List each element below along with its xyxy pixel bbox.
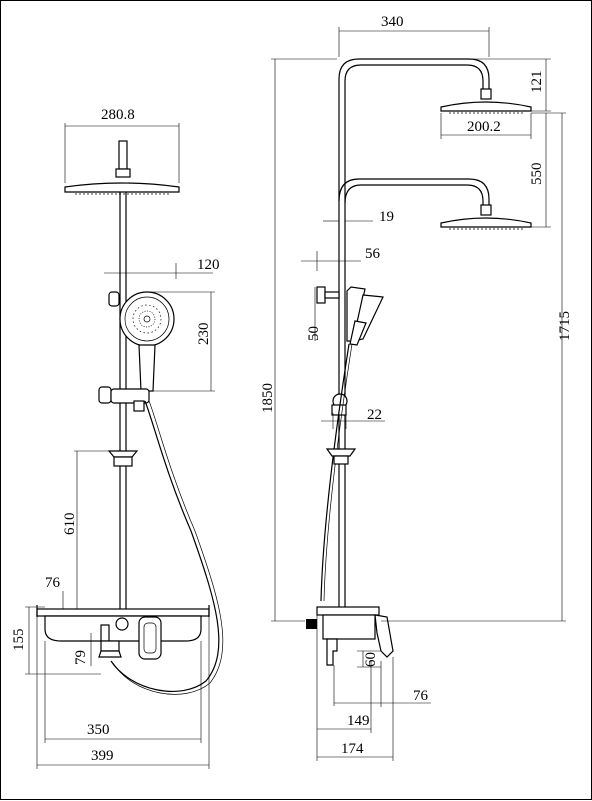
front-mixer-body: [36, 605, 210, 660]
front-dimensions: 280.8 120 230 610 76 155 79 350: [11, 107, 220, 769]
front-hand-shower: [108, 291, 175, 392]
side-dimensions: 340 121 200.2 550 19 56 50 1850: [260, 14, 573, 761]
front-slider-holder: [98, 386, 150, 412]
dim-front-bar-height: 610: [62, 513, 78, 536]
side-upper-arm-outer: [338, 58, 490, 611]
dim-side-valve-depth-outer: 174: [341, 741, 364, 757]
dim-side-bracket-height: 50: [306, 326, 322, 341]
front-hose: [110, 400, 220, 692]
dim-side-upper-pipe-offset: 19: [379, 209, 394, 225]
dim-front-body-width-outer: 399: [91, 748, 114, 764]
dim-side-arm-reach: 340: [381, 14, 404, 30]
side-view: 340 121 200.2 550 19 56 50 1850: [260, 14, 573, 761]
side-valve-body: [306, 606, 394, 666]
dim-side-outlet-drop: 60: [363, 652, 379, 667]
dim-side-bracket-offset: 56: [365, 246, 381, 262]
dim-front-head-to-arm: 120: [197, 257, 220, 273]
side-lower-arm-inner: [344, 184, 484, 205]
dim-side-head-spacing: 550: [529, 163, 545, 186]
side-lower-arm-outer: [338, 178, 490, 205]
dim-side-slider-offset: 22: [367, 407, 382, 423]
dim-side-head-height: 1715: [557, 311, 573, 341]
dim-front-slide-to-shelf: 76: [45, 575, 61, 591]
front-rain-shower-head: [64, 140, 180, 195]
dim-front-inlet-offset: 79: [73, 650, 89, 665]
dim-front-head-diameter: 280.8: [101, 107, 135, 123]
side-hand-shower: [346, 286, 384, 346]
side-wall-bracket: [316, 286, 340, 304]
dim-side-total-height: 1850: [260, 383, 276, 413]
dim-side-valve-depth-inner: 149: [347, 713, 370, 729]
dim-front-hand-shower-height: 230: [196, 323, 212, 346]
front-hose-edge: [112, 400, 224, 695]
side-hose: [320, 343, 350, 602]
dim-side-head-diameter: 200.2: [467, 119, 501, 135]
front-view: 280.8 120 230 610 76 155 79 350: [11, 107, 224, 769]
side-lower-bracket: [325, 448, 357, 465]
side-upper-head: [440, 88, 532, 114]
dim-side-head-drop: 121: [529, 71, 545, 94]
dim-side-outlet-reach: 76: [413, 688, 429, 704]
side-lower-head: [440, 204, 532, 230]
front-lower-bracket: [107, 450, 139, 467]
side-hose-edge: [323, 343, 353, 602]
side-upper-arm-inner: [344, 64, 484, 611]
dim-front-body-width-inner: 350: [87, 722, 110, 738]
dim-front-body-height: 155: [11, 629, 27, 652]
